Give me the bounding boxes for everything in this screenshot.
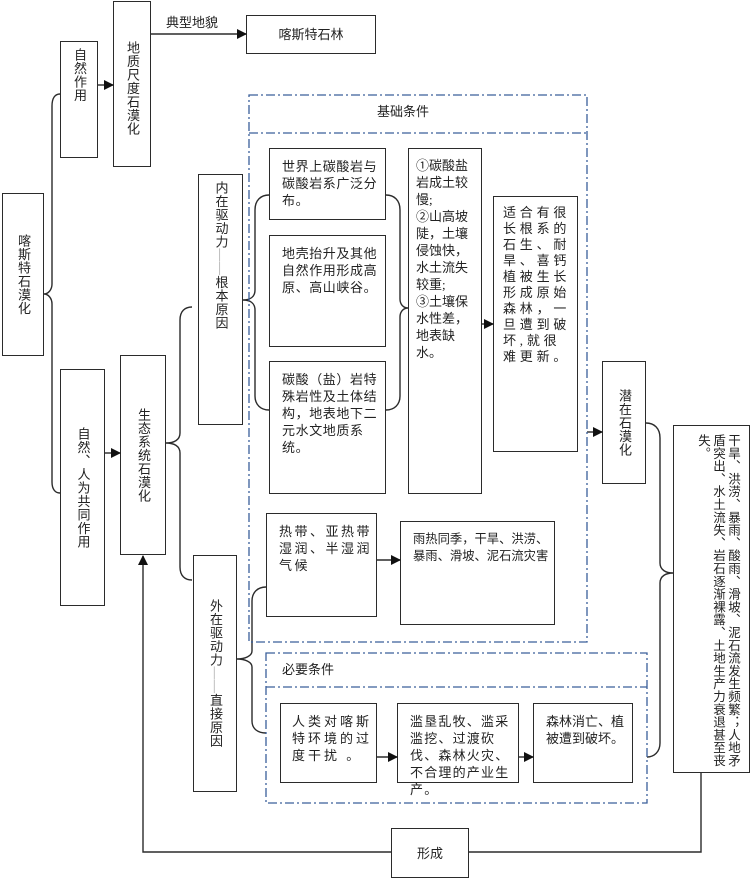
node-label: 潜在石漠化 bbox=[617, 388, 632, 457]
node-text: 适合有很长根系的石生、耐旱、喜钙植被生长形成原始森林，一旦遭到破坏,就很难更新。 bbox=[503, 205, 571, 364]
internal-main: 内在驱动力 bbox=[213, 181, 229, 249]
node-text: 地壳抬升及其他自然作用形成高原、高山峡谷。 bbox=[282, 246, 378, 295]
effect-item: ①碳酸盐岩成土较慢; bbox=[416, 158, 469, 207]
human-disturbance: 人类对喀斯特环境的过度干扰 。 bbox=[280, 703, 377, 783]
node-label: 地质尺度石漠化 bbox=[125, 40, 140, 136]
node-natural-action: 自然作用 bbox=[60, 41, 98, 158]
node-natural-human-combined: 自然、人为共同作用 bbox=[60, 369, 105, 606]
node-potential-desertification: 潜在石漠化 bbox=[602, 361, 646, 484]
node-text: 滥垦乱牧、滥采滥挖、过渡砍伐、森林火灾、不合理的产业生产。 bbox=[410, 714, 510, 797]
node-label: 自然作用 bbox=[72, 48, 87, 102]
node-geological-scale-desertification: 地质尺度石漠化 bbox=[113, 1, 151, 167]
brace-consequences bbox=[645, 422, 674, 758]
node-feedback-forms: 形成 bbox=[391, 828, 469, 878]
node-label: 外在驱动力——直接原因 bbox=[208, 599, 223, 748]
vegetation-characteristics: 适合有很长根系的石生、耐旱、喜钙植被生长形成原始森林，一旦遭到破坏,就很难更新。 bbox=[493, 196, 578, 452]
internal-sub: 根本原因 bbox=[213, 275, 229, 330]
feedback-line-right bbox=[469, 773, 702, 853]
climate-effect: 雨热同季，干旱、洪涝、暴雨、滑坡、泥石流灾害 bbox=[400, 521, 555, 625]
basic-condition-lithology: 碳酸（盐）岩特殊岩性及土体结构，地表地下二元水文地质系统。 bbox=[269, 361, 386, 494]
brace-internal bbox=[242, 194, 270, 411]
consequences: 干旱、洪涝、暴雨、酸雨、滑坡、泥石流发生频繁；人地矛盾突出、水土流失、岩石逐渐裸… bbox=[673, 425, 750, 773]
node-internal-driving-force: 内在驱动力——根本原因 bbox=[198, 174, 243, 425]
node-ecosystem-desertification: 生态系统石漠化 bbox=[120, 355, 166, 555]
node-label: 喀斯特石林 bbox=[278, 27, 344, 42]
necessary-conditions-title: 必要条件 bbox=[282, 662, 335, 677]
node-external-driving-force: 外在驱动力——直接原因 bbox=[193, 555, 237, 792]
node-text: 人类对喀斯特环境的过度干扰 。 bbox=[292, 714, 373, 763]
internal-separator: —— bbox=[213, 248, 229, 276]
node-text: 世界上碳酸岩与碳酸岩系广泛分布。 bbox=[282, 159, 378, 208]
climate-condition: 热带、亚热带湿润、半湿润气候 bbox=[266, 513, 377, 617]
effect-item: ②山高坡陡，土壤侵蚀快，水土流失较重; bbox=[416, 209, 469, 292]
external-main: 外在驱动力 bbox=[208, 599, 223, 667]
external-separator: —— bbox=[208, 666, 223, 694]
basic-condition-effects: ①碳酸盐岩成土较慢; ②山高坡陡，土壤侵蚀快，水土流失较重; ③土壤保水性差，地… bbox=[408, 148, 482, 494]
node-label: 内在驱动力——根本原因 bbox=[213, 181, 229, 330]
node-label: 形成 bbox=[416, 845, 443, 861]
brace-root bbox=[43, 93, 61, 494]
node-text: 热带、亚热带湿润、半湿润气候 bbox=[279, 524, 373, 573]
human-actions: 滥垦乱牧、滥采滥挖、过渡砍伐、森林火灾、不合理的产业生产。 bbox=[397, 703, 519, 797]
forest-loss: 森林消亡、植被遭到破坏。 bbox=[533, 703, 633, 783]
node-text: 碳酸（盐）岩特殊岩性及土体结构，地表地下二元水文地质系统。 bbox=[282, 372, 378, 455]
node-karst-rocky-desertification: 喀斯特石漠化 bbox=[2, 193, 44, 356]
typical-landform-label: 典型地貌 bbox=[166, 15, 219, 30]
node-text: 干旱、洪涝、暴雨、酸雨、滑坡、泥石流发生频繁；人地矛盾突出、水土流失、岩石逐渐裸… bbox=[696, 434, 740, 767]
node-label: 生态系统石漠化 bbox=[136, 407, 151, 503]
node-karst-stone-forest: 喀斯特石林 bbox=[246, 15, 376, 54]
basic-condition-carbonate-distribution: 世界上碳酸岩与碳酸岩系广泛分布。 bbox=[269, 148, 386, 220]
basic-conditions-title: 基础条件 bbox=[377, 104, 430, 119]
brace-external bbox=[236, 586, 267, 734]
external-sub: 直接原因 bbox=[208, 693, 223, 748]
node-label: 自然、人为共同作用 bbox=[75, 426, 91, 549]
node-text: 雨热同季，干旱、洪涝、暴雨、滑坡、泥石流灾害 bbox=[413, 532, 549, 563]
brace-ecosystem bbox=[165, 306, 193, 581]
brace-basic-items bbox=[385, 194, 409, 411]
node-text: 森林消亡、植被遭到破坏。 bbox=[546, 714, 625, 746]
node-label: 喀斯特石漠化 bbox=[16, 234, 31, 315]
effect-item: ③土壤保水性差，地表缺水。 bbox=[416, 294, 469, 360]
basic-condition-crustal-uplift: 地壳抬升及其他自然作用形成高原、高山峡谷。 bbox=[269, 235, 386, 347]
